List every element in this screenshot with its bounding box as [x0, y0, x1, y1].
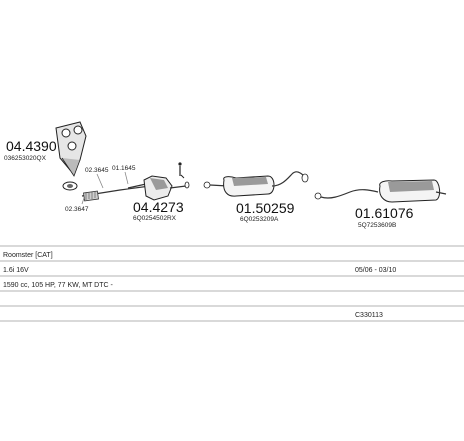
catalytic-converter[interactable]: [127, 175, 190, 201]
flange-gasket: [62, 181, 78, 191]
info-table: [0, 245, 464, 322]
middle-code: 01.50259: [236, 200, 295, 216]
manifold-oem: 036253020QX: [4, 155, 47, 162]
gasket-b-code: 02.3647: [65, 206, 89, 213]
catalyst-oem: 6Q0254502RX: [133, 215, 177, 222]
middle-silencer[interactable]: [203, 171, 309, 197]
flex-pipe[interactable]: [81, 185, 151, 202]
catalyst-code: 04.4273: [133, 199, 184, 215]
lambda-sensor-icon: [178, 162, 185, 179]
rear-code: 01.61076: [355, 205, 414, 221]
middle-oem: 6Q0253209A: [240, 216, 279, 223]
manifold-code: 04.4390: [6, 138, 57, 154]
rear-silencer[interactable]: [314, 179, 447, 203]
table-row2-right: 05/06 - 03/10: [355, 267, 396, 274]
table-row2-left: 1.6i 16V: [3, 267, 29, 274]
gasket-a-code: 02.3645: [85, 167, 109, 174]
table-row1-left: Roomster [CAT]: [3, 252, 53, 259]
table-row3-left: 1590 cc, 105 HP, 77 KW, MT DTC -: [3, 282, 114, 289]
rear-oem: 5Q7253609B: [358, 222, 396, 229]
bolt-a-code: 01.1645: [112, 165, 136, 172]
table-row5-right: C330113: [355, 312, 383, 319]
exhaust-manifold[interactable]: [55, 121, 87, 177]
